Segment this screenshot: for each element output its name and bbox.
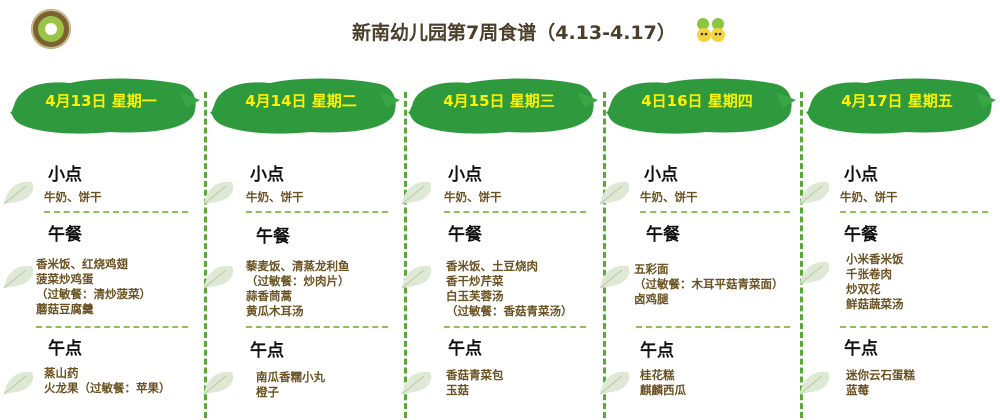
afternoon-snack-title: 午点 — [844, 339, 878, 359]
ginkgo-leaf-icon — [799, 181, 830, 205]
day-label: 4月14日 星期二 — [245, 92, 357, 110]
snack-title: 小点 — [644, 165, 678, 185]
afternoon-snack-title: 午点 — [250, 341, 284, 361]
afternoon-snack-items: 南瓜香糯小丸 橙子 — [256, 370, 325, 399]
snack-items: 牛奶、饼干 — [444, 190, 502, 204]
divider — [840, 211, 988, 213]
ginkgo-leaf-icon — [203, 181, 234, 205]
lunch-items: 藜麦饭、清蒸龙利鱼 （过敏餐：炒肉片） 蒜香茼蒿 黄瓜木耳汤 — [246, 259, 350, 318]
divider — [36, 326, 188, 328]
divider — [444, 326, 586, 328]
afternoon-snack-title: 午点 — [48, 339, 82, 359]
ginkgo-leaf-icon — [3, 371, 34, 395]
kindergarten-logo — [31, 9, 71, 49]
divider — [636, 326, 790, 328]
afternoon-snack-title: 午点 — [448, 339, 482, 359]
day-label: 4月17日 星期五 — [841, 92, 953, 110]
day-label: 4月15日 星期三 — [443, 92, 555, 110]
ginkgo-leaf-icon — [401, 181, 432, 205]
snack-title: 小点 — [250, 165, 284, 185]
ginkgo-leaf-icon — [3, 265, 34, 289]
ginkgo-leaf-icon — [3, 181, 34, 205]
day-column-monday: 4月13日 星期一 小点 牛奶、饼干 午餐 香米饭、红烧鸡翅 菠菜炒鸡蛋 （过敏… — [3, 72, 200, 418]
afternoon-snack-items: 迷你云石蛋糕 蓝莓 — [846, 368, 915, 397]
divider — [246, 211, 388, 213]
day-banner: 4日16日 星期四 — [606, 72, 796, 142]
snack-items: 牛奶、饼干 — [44, 190, 102, 204]
day-banner: 4月15日 星期三 — [408, 72, 598, 142]
divider — [246, 326, 388, 328]
cartoon-mascot-icon — [697, 18, 725, 42]
divider — [840, 326, 988, 328]
lunch-title: 午餐 — [48, 225, 82, 245]
day-label: 4日16日 星期四 — [641, 92, 753, 110]
day-banner: 4月13日 星期一 — [10, 72, 200, 142]
day-column-wednesday: 4月15日 星期三 小点 牛奶、饼干 午餐 香米饭、土豆烧肉 香干炒芹菜 白玉芙… — [401, 72, 598, 418]
snack-title: 小点 — [48, 165, 82, 185]
page-title: 新南幼儿园第7周食谱（4.13-4.17） — [352, 22, 676, 44]
snack-items: 牛奶、饼干 — [840, 190, 898, 204]
divider — [444, 211, 586, 213]
ginkgo-leaf-icon — [203, 371, 234, 395]
ginkgo-leaf-icon — [799, 261, 830, 285]
ginkgo-leaf-icon — [401, 265, 432, 289]
divider — [44, 211, 188, 213]
day-banner: 4月17日 星期五 — [806, 72, 996, 142]
snack-items: 牛奶、饼干 — [640, 190, 698, 204]
column-separator — [204, 92, 207, 418]
lunch-items: 香米饭、红烧鸡翅 菠菜炒鸡蛋 （过敏餐：清炒菠菜） 蘑菇豆腐羹 — [36, 257, 151, 316]
ginkgo-leaf-icon — [203, 265, 234, 289]
afternoon-snack-title: 午点 — [640, 341, 674, 361]
day-column-tuesday: 4月14日 星期二 小点 牛奶、饼干 午餐 藜麦饭、清蒸龙利鱼 （过敏餐：炒肉片… — [203, 72, 400, 418]
ginkgo-leaf-icon — [599, 265, 630, 289]
column-separator — [603, 92, 606, 418]
afternoon-snack-items: 桂花糕 麒麟西瓜 — [640, 368, 686, 397]
lunch-title: 午餐 — [844, 225, 878, 245]
afternoon-snack-items: 蒸山药 火龙果（过敏餐：苹果） — [44, 366, 171, 395]
snack-title: 小点 — [844, 165, 878, 185]
ginkgo-leaf-icon — [599, 371, 630, 395]
day-banner: 4月14日 星期二 — [210, 72, 400, 142]
lunch-title: 午餐 — [256, 227, 290, 247]
lunch-title: 午餐 — [448, 225, 482, 245]
lunch-items: 小米香米饭 千张卷肉 炒双花 鲜菇蔬菜汤 — [846, 252, 904, 311]
column-separator — [404, 92, 407, 418]
lunch-items: 香米饭、土豆烧肉 香干炒芹菜 白玉芙蓉汤 （过敏餐：香菇青菜汤） — [446, 259, 573, 318]
lunch-title: 午餐 — [646, 225, 680, 245]
divider — [640, 211, 790, 213]
column-separator — [800, 92, 803, 418]
ginkgo-leaf-icon — [799, 371, 830, 395]
ginkgo-leaf-icon — [401, 371, 432, 395]
day-label: 4月13日 星期一 — [45, 92, 157, 110]
day-column-thursday: 4日16日 星期四 小点 牛奶、饼干 午餐 五彩面 （过敏餐：木耳平菇青菜面） … — [599, 72, 796, 418]
ginkgo-leaf-icon — [599, 181, 630, 205]
snack-title: 小点 — [448, 165, 482, 185]
afternoon-snack-items: 香菇青菜包 玉菇 — [446, 368, 504, 397]
lunch-items: 五彩面 （过敏餐：木耳平菇青菜面） 卤鸡腿 — [634, 262, 784, 306]
snack-items: 牛奶、饼干 — [246, 190, 304, 204]
day-column-friday: 4月17日 星期五 小点 牛奶、饼干 午餐 小米香米饭 千张卷肉 炒双花 鲜菇蔬… — [799, 72, 996, 418]
